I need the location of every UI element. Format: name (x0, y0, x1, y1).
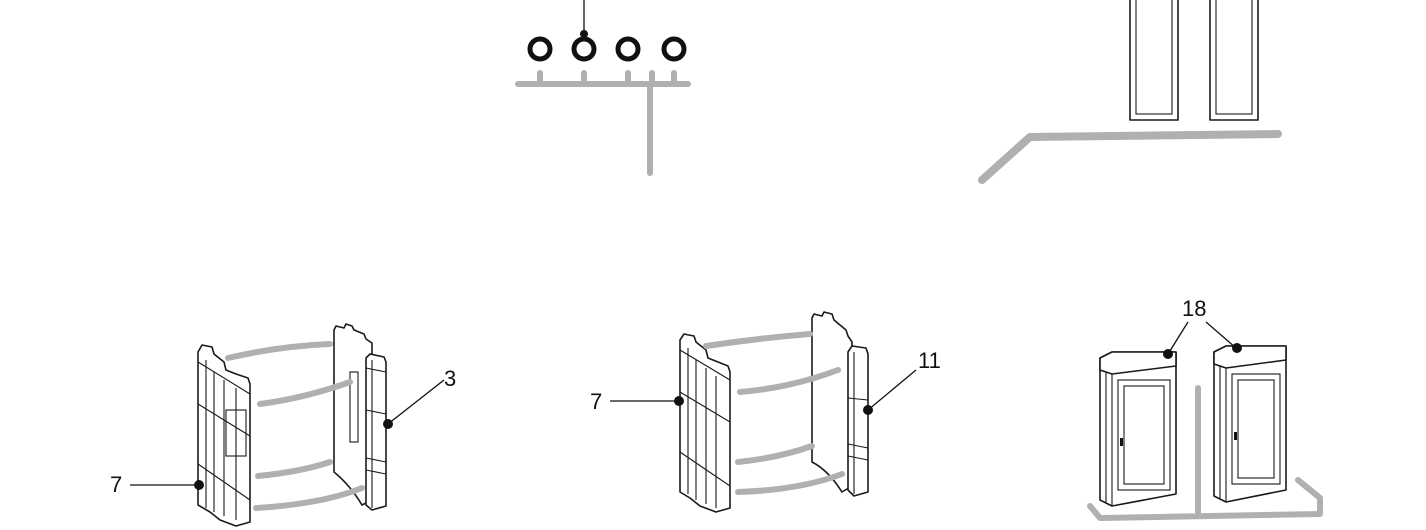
callout-3-label: 3 (444, 366, 456, 391)
callout-18-dot-left (1163, 349, 1173, 359)
sensor-callout-dot (580, 30, 588, 38)
middle-gate-cable-4 (735, 471, 845, 495)
cabinets-pair: 18 (1087, 296, 1323, 521)
left-gate-cable-3 (255, 459, 333, 479)
middle-gate-right-post-bands (847, 352, 869, 494)
left-gate-cable-1 (225, 341, 333, 361)
cabinet-right-edge (1219, 366, 1227, 502)
callout-18-leader-right (1205, 321, 1237, 349)
floor-conduit (978, 130, 1282, 184)
tall-cabinet-right-door (1215, 0, 1253, 115)
callout-18-dot-right (1232, 343, 1242, 353)
cabinet-left-handle (1120, 438, 1123, 446)
middle-gate-cable-3 (735, 443, 815, 465)
middle-gate-cable-2 (737, 367, 841, 395)
left-gate-right-post (365, 353, 387, 511)
left-gate-cabinet-lines (197, 360, 251, 520)
left-gate-cable-2 (257, 379, 353, 407)
cabinet-left-body (1099, 351, 1177, 507)
callout-7-middle-label: 7 (590, 389, 602, 414)
cabinet-left-edge (1105, 372, 1113, 506)
callout-11-label: 11 (918, 348, 941, 373)
cabinet-right-body (1213, 345, 1287, 503)
sensor-array-diagram (515, 0, 691, 176)
cabinet-right-handle (1234, 432, 1237, 440)
cabinet-right-top (1213, 345, 1287, 369)
callout-11-leader (867, 369, 917, 411)
middle-gate-cabinet-lines (679, 348, 731, 508)
cabinet-right-door (1231, 373, 1281, 485)
tall-cabinet-right (1209, 0, 1259, 121)
callout-11-dot (863, 405, 873, 415)
middle-gate-rear-wing (811, 311, 853, 493)
callout-3-leader (387, 379, 445, 425)
sensor-ring-2 (571, 36, 597, 62)
tall-cabinet-left-door (1135, 0, 1173, 115)
speed-gate-middle: 7 11 (590, 311, 941, 513)
callout-7-middle-dot (674, 396, 684, 406)
sensor-ring-4 (661, 36, 687, 62)
left-gate-right-post-bands (365, 360, 387, 508)
sensor-ring-1 (527, 36, 553, 62)
left-gate-rear-wing (333, 323, 373, 506)
middle-gate-cabinet (679, 333, 731, 513)
tall-cabinets-diagram (978, 0, 1282, 184)
cabinet-left-door (1117, 379, 1171, 491)
sensor-ring-3 (615, 36, 641, 62)
left-gate-cabinet-panel (225, 409, 247, 457)
sensor-drop-cables (537, 70, 677, 87)
callout-3-dot (383, 419, 393, 429)
callout-7-left-label: 7 (110, 472, 122, 497)
callout-7-left-dot (194, 480, 204, 490)
speed-gate-left: 3 7 (110, 323, 456, 527)
cabinet-left-top (1099, 351, 1177, 375)
callout-18-label: 18 (1182, 296, 1206, 321)
callout-18-leader-left (1167, 321, 1189, 355)
cabinet-left-glass (1123, 385, 1165, 485)
cabinet-floor-conduit (1087, 385, 1323, 521)
middle-gate-cable-1 (703, 331, 813, 349)
left-gate-cable-4 (253, 485, 365, 511)
tall-cabinet-left (1129, 0, 1179, 121)
cabinet-right-glass (1237, 379, 1275, 479)
middle-gate-right-post (847, 345, 869, 497)
left-gate-wing-panel (349, 371, 359, 443)
